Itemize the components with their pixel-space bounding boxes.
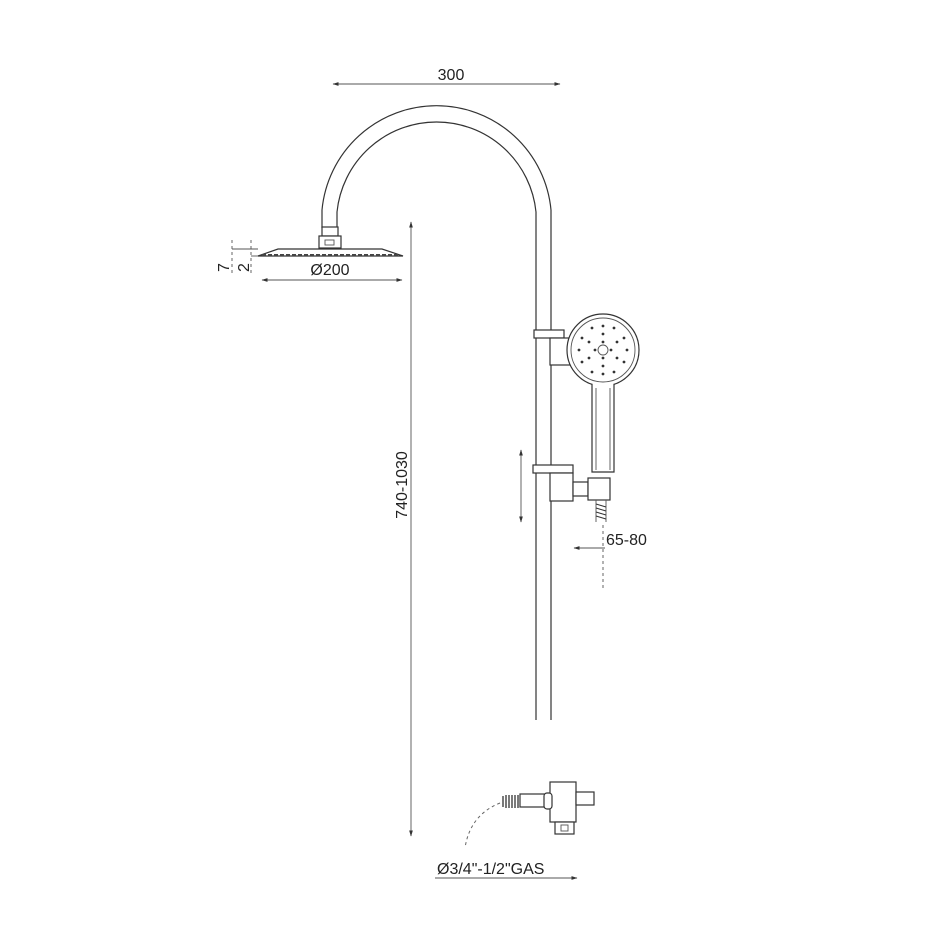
inlet-connection-dimension: Ø3/4"-1/2"GAS xyxy=(435,861,578,880)
rain-shower-head xyxy=(257,226,404,257)
hand-shower-offset-dimension: 65-80 xyxy=(573,525,647,590)
arm-reach-dimension: 300 xyxy=(332,67,561,86)
diverter-valve xyxy=(464,781,595,849)
thickness-inner-label: 2 xyxy=(236,263,253,272)
arm-reach-label: 300 xyxy=(438,67,465,84)
lower-holder xyxy=(532,464,611,522)
head-thickness-dimension: 7 2 xyxy=(216,240,258,275)
head-diameter-label: Ø200 xyxy=(310,262,349,279)
inlet-connection-label: Ø3/4"-1/2"GAS xyxy=(437,861,544,878)
height-dimension: 740-1030 xyxy=(394,221,413,837)
height-range-label: 740-1030 xyxy=(394,451,411,519)
gooseneck-arm xyxy=(321,105,552,720)
thickness-outer-label: 7 xyxy=(216,263,233,272)
offset-label: 65-80 xyxy=(606,532,647,549)
head-diameter-dimension: Ø200 xyxy=(261,262,403,282)
hand-shower xyxy=(566,313,640,473)
upper-holder xyxy=(533,329,573,366)
